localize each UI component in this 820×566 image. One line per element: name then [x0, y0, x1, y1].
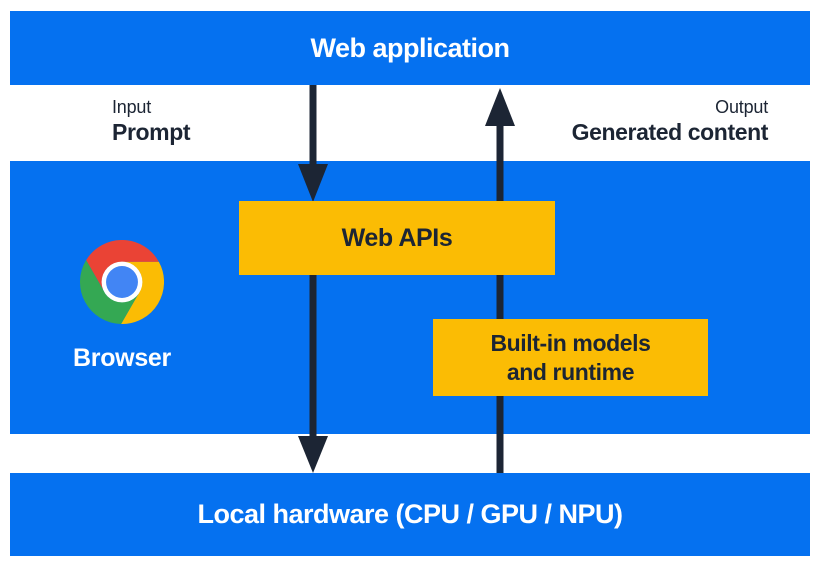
local-hardware-layer: Local hardware (CPU / GPU / NPU): [10, 473, 810, 556]
browser-label: Browser: [73, 344, 171, 372]
input-caption: Input: [112, 97, 152, 117]
web-apis-label: Web APIs: [341, 223, 453, 252]
input-value: Prompt: [112, 119, 191, 145]
builtin-models-box: Built-in models and runtime: [433, 319, 708, 396]
output-caption: Output: [715, 97, 768, 117]
output-flow-label: Output Generated content: [571, 96, 769, 147]
web-apis-box: Web APIs: [239, 201, 555, 275]
local-hardware-label: Local hardware (CPU / GPU / NPU): [197, 499, 623, 529]
output-value: Generated content: [571, 119, 769, 145]
web-application-label: Web application: [310, 32, 510, 63]
builtin-models-label-line2: and runtime: [506, 358, 635, 385]
input-flow-label: Input Prompt: [112, 96, 191, 147]
builtin-models-label-line1: Built-in models: [490, 329, 651, 356]
web-application-layer: Web application: [10, 11, 810, 85]
chrome-logo-icon: [80, 240, 164, 324]
